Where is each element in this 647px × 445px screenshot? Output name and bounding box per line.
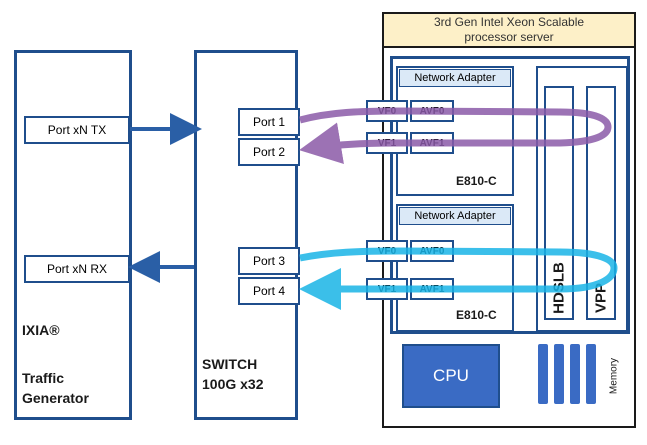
switch-port-4-label: Port 4 <box>252 284 285 298</box>
switch-label-line2: 100G x32 <box>202 376 264 392</box>
server-inner <box>390 56 630 334</box>
memory-label: Memory <box>608 357 620 395</box>
avf1-box-1[interactable]: AVF1 <box>410 132 454 154</box>
switch-port-1[interactable]: Port 1 <box>238 108 300 136</box>
avf1-label-1: AVF1 <box>419 137 445 149</box>
network-adapter-2-title: Network Adapter <box>399 207 511 225</box>
cpu-block[interactable]: CPU <box>402 344 500 408</box>
ixia-port-rx-label: Port xN RX <box>46 262 107 276</box>
memory-stick-3 <box>570 344 580 404</box>
server-title-line2: processor server <box>464 30 554 44</box>
traffic-label-line2: Generator <box>22 390 89 406</box>
hdslb-label: HDSLB <box>550 262 568 314</box>
switch-port-1-label: Port 1 <box>252 115 285 129</box>
network-adapter-2-title-text: Network Adapter <box>414 210 496 222</box>
memory-stick-2 <box>554 344 564 404</box>
avf1-label-2: AVF1 <box>419 283 445 295</box>
ixia-brand: IXIA® <box>22 322 60 338</box>
vf1-label-2: VF1 <box>377 283 397 295</box>
server-title-line1: 3rd Gen Intel Xeon Scalable <box>433 15 585 29</box>
avf0-box-2[interactable]: AVF0 <box>410 240 454 262</box>
vf0-box-2[interactable]: VF0 <box>366 240 408 262</box>
hdslb-box[interactable] <box>544 86 574 320</box>
vpp-label: VPP <box>592 282 610 314</box>
switch-label-line1: SWITCH <box>202 356 258 372</box>
ixia-port-tx-label: Port xN TX <box>47 123 107 137</box>
cpu-label: CPU <box>433 366 469 385</box>
network-adapter-1-title: Network Adapter <box>399 69 511 87</box>
switch-port-2-label: Port 2 <box>252 145 285 159</box>
avf0-box-1[interactable]: AVF0 <box>410 100 454 122</box>
vf1-label-1: VF1 <box>377 137 397 149</box>
avf0-label-2: AVF0 <box>419 245 445 257</box>
adapter-1-model: E810-C <box>456 174 497 188</box>
traffic-label-line1: Traffic <box>22 370 65 386</box>
ixia-port-rx[interactable]: Port xN RX <box>24 255 130 283</box>
traffic-generator <box>14 50 132 420</box>
memory-stick-4 <box>586 344 596 404</box>
vf1-box-1[interactable]: VF1 <box>366 132 408 154</box>
avf0-label-1: AVF0 <box>419 105 445 117</box>
vpp-box[interactable] <box>586 86 616 320</box>
vf0-label-2: VF0 <box>377 245 397 257</box>
switch-port-3[interactable]: Port 3 <box>238 247 300 275</box>
switch-port-4[interactable]: Port 4 <box>238 277 300 305</box>
network-adapter-1-title-text: Network Adapter <box>414 72 496 84</box>
adapter-2-model: E810-C <box>456 308 497 322</box>
switch-port-3-label: Port 3 <box>252 254 285 268</box>
vf1-box-2[interactable]: VF1 <box>366 278 408 300</box>
memory-stick-1 <box>538 344 548 404</box>
ixia-port-tx[interactable]: Port xN TX <box>24 116 130 144</box>
vf0-box-1[interactable]: VF0 <box>366 100 408 122</box>
server-title: 3rd Gen Intel Xeon Scalable processor se… <box>384 14 634 48</box>
vf0-label-1: VF0 <box>377 105 397 117</box>
switch-port-2[interactable]: Port 2 <box>238 138 300 166</box>
avf1-box-2[interactable]: AVF1 <box>410 278 454 300</box>
